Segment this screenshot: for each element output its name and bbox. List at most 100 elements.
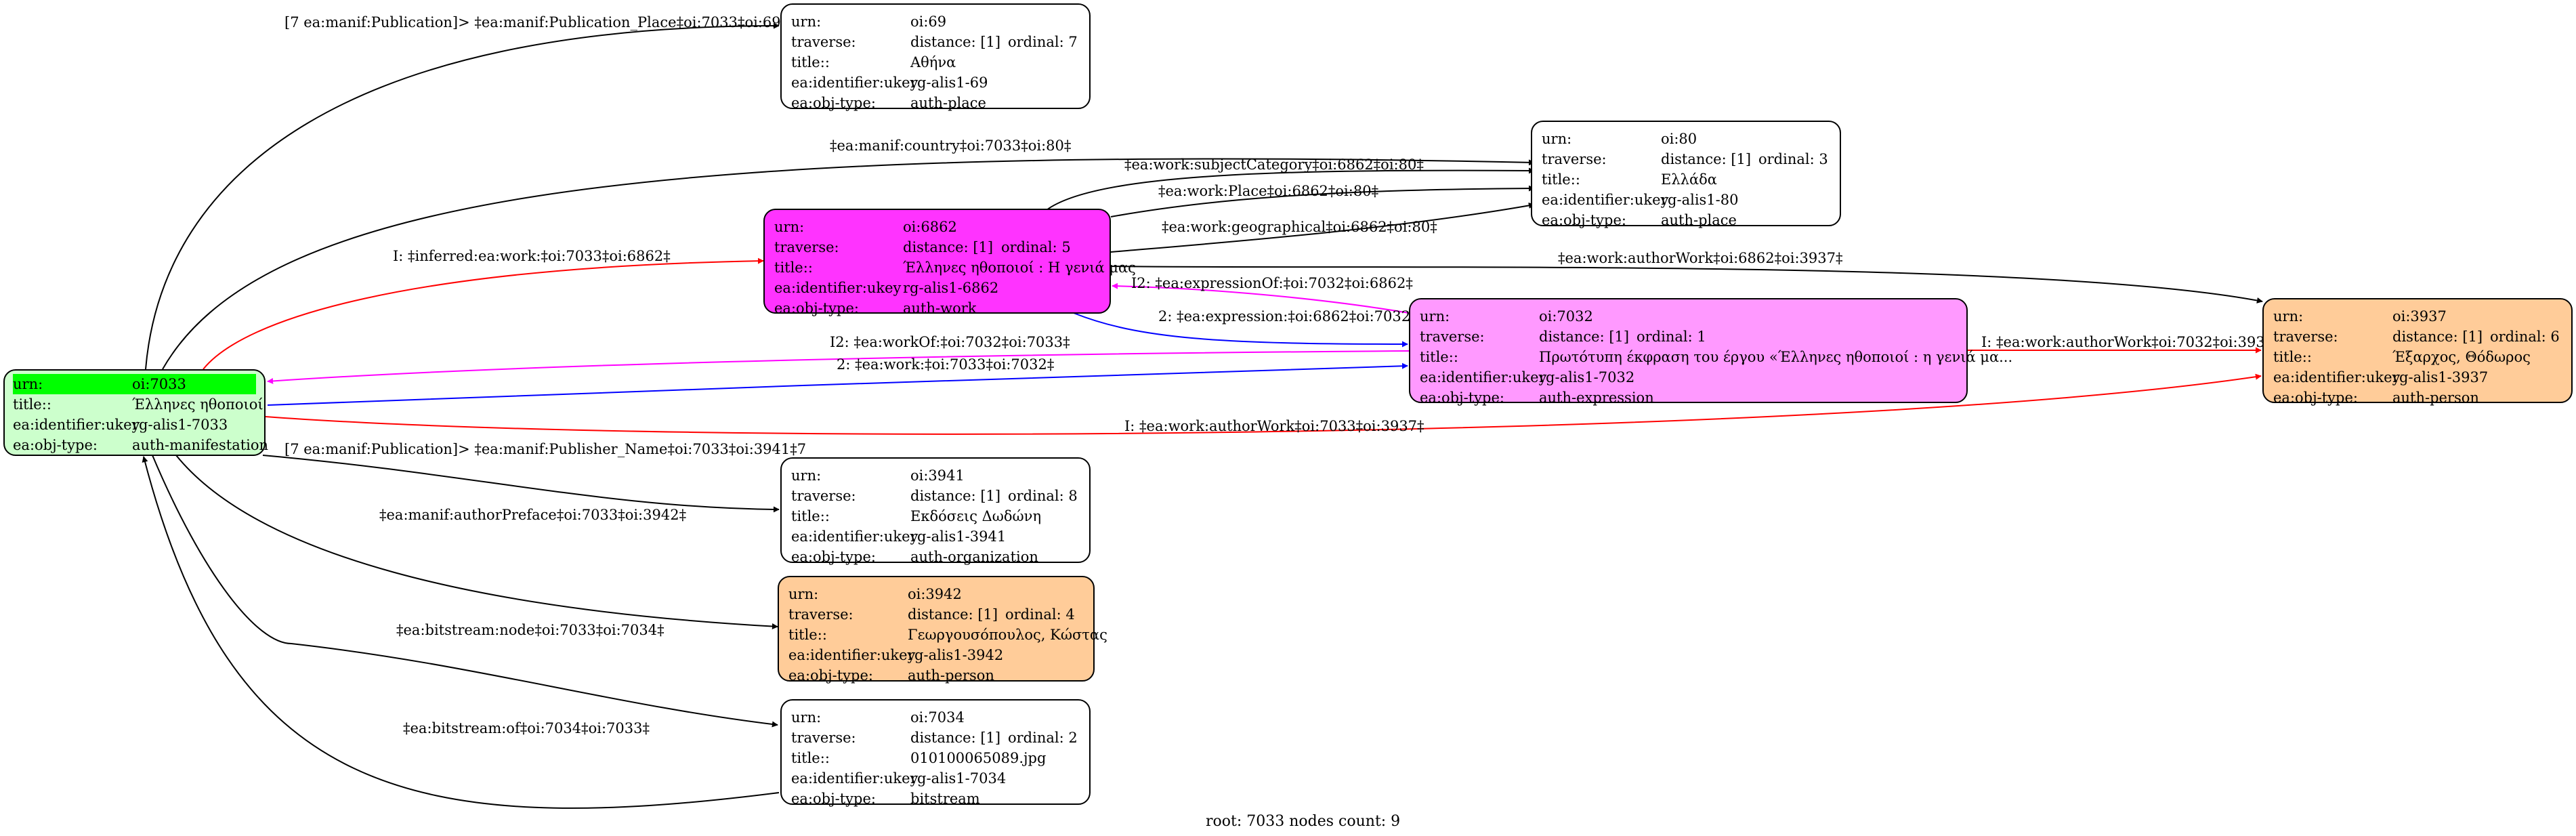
field-value: oi:6862	[903, 219, 957, 235]
field-key: traverse:	[1420, 329, 1485, 345]
field-value: auth-expression	[1539, 390, 1654, 406]
type-row: ea:obj-type: bitstream	[791, 789, 1080, 809]
node-oi-7034[interactable]: urn:oi:7034 traverse:distance: [1]ordina…	[780, 699, 1091, 807]
traverse-row: traverse:distance: [1]ordinal: 8	[791, 486, 1080, 506]
urn-row: urn:oi:3942	[788, 584, 1084, 604]
ordinal-value: ordinal: 4	[1005, 606, 1075, 623]
urn-row: urn:oi:80	[1542, 129, 1830, 149]
field-value: distance: [1]	[1661, 151, 1752, 167]
type-row: ea:obj-type:auth-manifestation	[13, 435, 268, 455]
type-row: ea:obj-type: auth-person	[788, 665, 1084, 686]
ordinal-value: ordinal: 5	[1001, 239, 1071, 255]
edge-label: ‡ea:manif:authorPreface‡oi:7033‡oi:3942‡	[379, 507, 686, 523]
field-value: auth-work	[903, 300, 977, 316]
field-key: title::	[1420, 349, 1458, 365]
field-value: Ελλάδα	[1661, 171, 1717, 188]
field-value: auth-person	[2392, 390, 2479, 406]
field-key: ea:identifier:ukey	[2273, 369, 2401, 385]
node-oi-3937[interactable]: urn:oi:3937 traverse:distance: [1]ordina…	[2262, 298, 2573, 406]
type-row: ea:obj-type:auth-person	[2273, 388, 2562, 408]
field-value: Γεωργουσόπουλος, Κώστας	[908, 627, 1107, 643]
field-key: title::	[13, 396, 51, 413]
edge-bitstream-node: ‡ea:bitstream:node‡oi:7033‡oi:7034‡	[152, 455, 778, 728]
ordinal-value: ordinal: 7	[1008, 34, 1078, 50]
ordinal-value: ordinal: 1	[1637, 329, 1706, 345]
field-value: oi:7033	[132, 376, 186, 392]
urn-row: urn:oi:3937	[2273, 306, 2562, 327]
field-value: oi:69	[910, 14, 947, 30]
edge-label: I: ‡ea:work:authorWork‡oi:7033‡oi:3937‡	[1124, 418, 1424, 434]
node-oi-3941[interactable]: urn:oi:3941 traverse:distance: [1]ordina…	[780, 457, 1091, 565]
node-oi-80[interactable]: urn:oi:80 traverse:distance: [1]ordinal:…	[1531, 121, 1841, 228]
field-key: title::	[791, 508, 830, 524]
field-key: title::	[791, 750, 830, 766]
edge-label: ‡ea:manif:country‡oi:7033‡oi:80‡	[830, 138, 1071, 154]
field-value: distance: [1]	[903, 239, 994, 255]
node-oi-6862[interactable]: urn:oi:6862 traverse:distance: [1]ordina…	[763, 209, 1136, 316]
edge-label: I2: ‡ea:expressionOf:‡oi:7032‡oi:6862‡	[1131, 275, 1413, 291]
urn-row: urn:oi:3941	[791, 465, 1080, 486]
field-value: rg-alis1-3937	[2392, 369, 2489, 385]
field-key: traverse:	[2273, 329, 2338, 345]
field-key: ea:obj-type:	[791, 791, 876, 807]
node-oi-7032[interactable]: urn:oi:7032 traverse:distance: [1]ordina…	[1409, 298, 2012, 406]
field-value: auth-organization	[910, 549, 1038, 565]
edge-label: ‡ea:work:subjectCategory‡oi:6862‡oi:80‡	[1124, 156, 1424, 173]
field-key: urn:	[788, 586, 819, 602]
urn-row: urn:oi:7032	[1420, 306, 1957, 327]
edge-label: I: ‡ea:work:authorWork‡oi:7032‡oi:3937‡	[1981, 334, 2281, 350]
field-key: traverse:	[1542, 151, 1607, 167]
node-oi-69[interactable]: urn:oi:69 traverse:distance: [1]ordinal:…	[780, 3, 1091, 111]
edge-label: ‡ea:work:Place‡oi:6862‡oi:80‡	[1158, 183, 1378, 199]
type-row: ea:obj-type:auth-organization	[791, 547, 1080, 567]
node-oi-3942[interactable]: urn:oi:3942 traverse:distance: [1]ordina…	[778, 576, 1107, 684]
field-value: Έλληνες ηθοποιοί : Η γενιά μας	[903, 259, 1136, 276]
field-value: auth-person	[908, 667, 994, 684]
field-key: ea:identifier:ukey	[791, 528, 919, 545]
title-row: title::010100065089.jpg	[791, 748, 1080, 768]
field-key: ea:identifier:ukey	[791, 75, 919, 91]
field-value: rg-alis1-6862	[903, 280, 999, 296]
traverse-row: traverse:distance: [1]ordinal: 1	[1420, 327, 1957, 347]
edge-label: 2: ‡ea:expression:‡oi:6862‡oi:7032‡	[1158, 308, 1418, 325]
field-value: rg-alis1-3941	[910, 528, 1007, 545]
urn-row: urn:oi:7034	[791, 707, 1080, 728]
edge-expression-of: I2: ‡ea:expressionOf:‡oi:7032‡oi:6862‡	[1112, 275, 1413, 314]
edge-expression: 2: ‡ea:expression:‡oi:6862‡oi:7032‡	[1073, 308, 1418, 348]
edge-label: ‡ea:bitstream:of‡oi:7034‡oi:7033‡	[403, 720, 650, 736]
urn-row: urn: oi:69	[791, 12, 1080, 32]
field-value: rg-alis1-7032	[1539, 369, 1635, 385]
edge-label: ‡ea:bitstream:node‡oi:7033‡oi:7034‡	[396, 622, 664, 638]
field-value: distance: [1]	[910, 488, 1001, 504]
field-key: urn:	[791, 14, 822, 30]
field-value: auth-manifestation	[132, 437, 269, 453]
urn-row: urn:oi:6862	[774, 217, 1100, 237]
field-key: title::	[788, 627, 827, 643]
field-key: ea:obj-type:	[791, 95, 876, 111]
field-key: ea:obj-type:	[774, 300, 859, 316]
traverse-row: traverse:distance: [1]ordinal: 2	[791, 728, 1080, 748]
field-value: rg-alis1-7034	[910, 770, 1007, 787]
edge-author-work-6862: ‡ea:work:authorWork‡oi:6862‡oi:3937‡	[1110, 250, 2263, 304]
field-value: distance: [1]	[910, 730, 1001, 746]
field-value: oi:7032	[1539, 308, 1593, 325]
field-key: title::	[2273, 349, 2312, 365]
field-value: rg-alis1-80	[1661, 192, 1739, 208]
field-value: Πρωτότυπη έκφραση του έργου «Έλληνες ηθο…	[1539, 349, 2013, 365]
edge-work: 2: ‡ea:work:‡oi:7033‡oi:7032‡	[267, 356, 1408, 406]
title-row: title::Έλληνες ηθοποιοί	[13, 394, 263, 415]
field-value: distance: [1]	[2392, 329, 2483, 345]
node-oi-7033[interactable]: urn:oi:7033 title::Έλληνες ηθοποιοί ea:i…	[3, 369, 268, 456]
field-key: ea:obj-type:	[788, 667, 873, 684]
edge-work-place: ‡ea:work:Place‡oi:6862‡oi:80‡	[1110, 183, 1535, 217]
type-row: ea:obj-type: auth-work	[774, 298, 1100, 318]
edge-subject-category: ‡ea:work:subjectCategory‡oi:6862‡oi:80‡	[1046, 156, 1535, 211]
field-key: ea:identifier:ukey	[791, 770, 919, 787]
field-value: bitstream	[910, 791, 980, 807]
